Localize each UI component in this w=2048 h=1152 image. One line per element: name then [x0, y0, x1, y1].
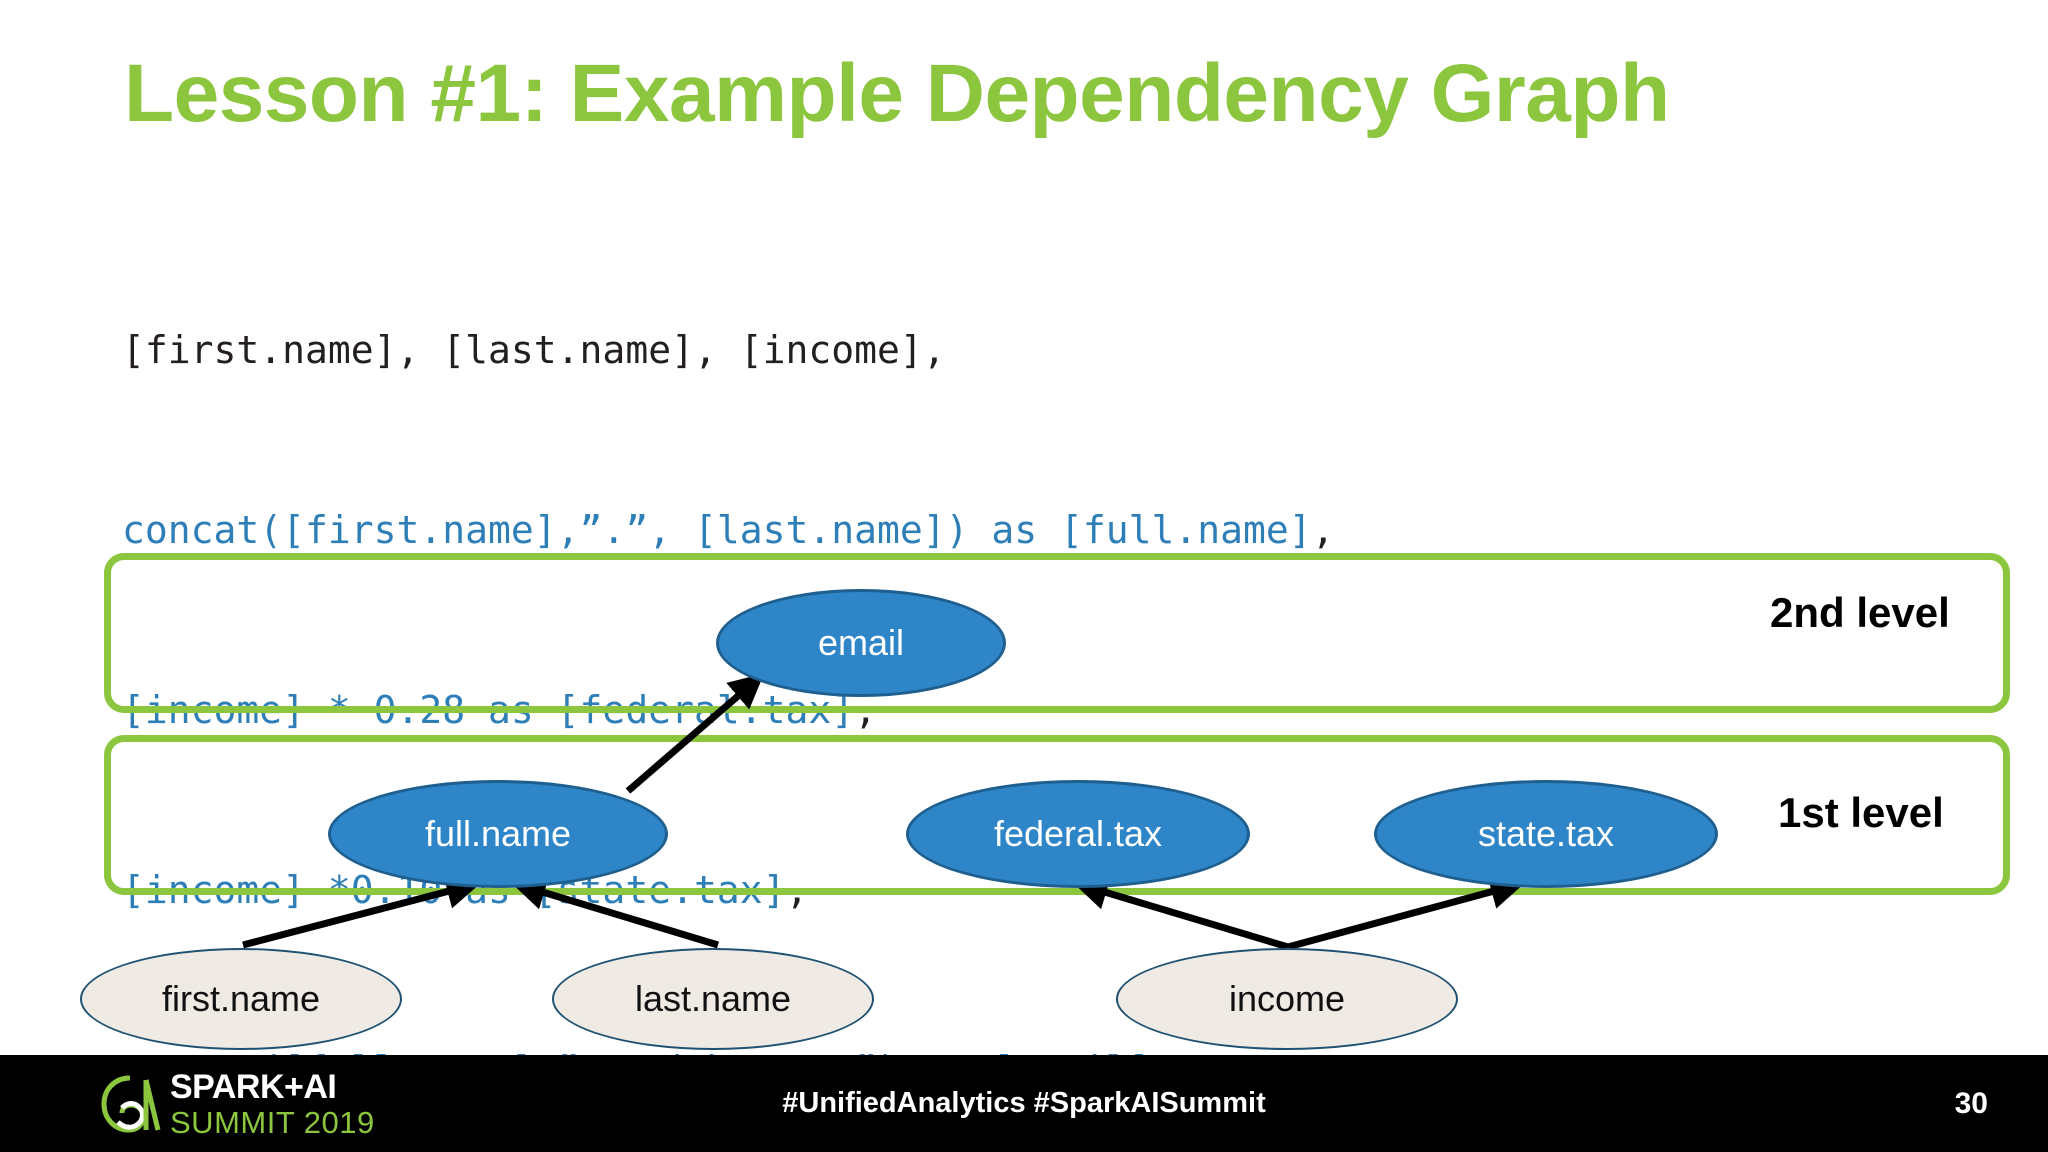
graph-node-state-tax[interactable]: state.tax [1374, 780, 1718, 888]
spark-swirl-icon [101, 1075, 161, 1133]
code-line-1: [first.name], [last.name], [income], [122, 328, 946, 372]
spark-ai-summit-logo: SPARK+AI SUMMIT 2019 [100, 1070, 375, 1138]
level-box-1st [104, 735, 2010, 895]
logo-line-summit-2019: SUMMIT 2019 [170, 1105, 375, 1140]
page-title: Lesson #1: Example Dependency Graph [124, 48, 1670, 139]
graph-node-full-name[interactable]: full.name [328, 780, 668, 888]
code-line-2: concat([first.name],”.”, [last.name]) as… [122, 508, 1335, 552]
graph-node-last-name[interactable]: last.name [552, 948, 874, 1050]
graph-node-first-name[interactable]: first.name [80, 948, 402, 1050]
logo-wordmark: SPARK+AI SUMMIT 2019 [170, 1070, 375, 1138]
level-box-2nd [104, 553, 2010, 713]
footer-hashtags: #UnifiedAnalytics #SparkAISummit [782, 1087, 1266, 1119]
graph-node-federal-tax[interactable]: federal.tax [906, 780, 1250, 888]
footer-bar: SPARK+AI SUMMIT 2019 #UnifiedAnalytics #… [0, 1055, 2048, 1152]
level-label-2nd: 2nd level [1770, 589, 1950, 636]
graph-node-email[interactable]: email [716, 589, 1006, 697]
page-number: 30 [1954, 1086, 1988, 1120]
logo-line-spark-ai: SPARK+AI [170, 1068, 337, 1106]
level-label-1st: 1st level [1778, 789, 1944, 836]
graph-node-income[interactable]: income [1116, 948, 1458, 1050]
